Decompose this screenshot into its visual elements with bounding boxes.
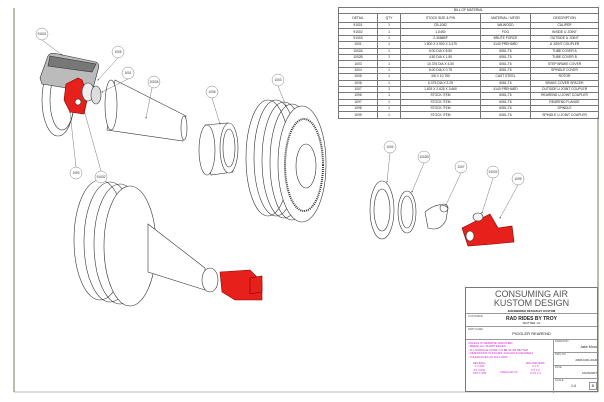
note-line: .XX ±.010: [472, 367, 486, 372]
step-brake-cover-wheel-part: [245, 99, 327, 223]
bom-cell: ROTOR: [529, 73, 600, 81]
note-line: .XXX ±.005: [472, 371, 487, 376]
bom-column-header: DETAIL: [338, 13, 378, 23]
bom-cell: REAREND U JOINT COUPLER: [529, 92, 600, 100]
date-label: DATE: [555, 366, 562, 369]
outside-u-joint-and-spindle-coupler-part: [461, 212, 515, 247]
callout-1005: 1005: [114, 50, 121, 54]
customer-label: CUSTOMER: [468, 315, 483, 318]
bom-cell: REAREND FLANGE: [529, 98, 600, 107]
callout-1099: 1099: [514, 177, 521, 181]
customer-row: CUSTOMER RAD RIDES BY TROY WHITTIER, CA: [466, 314, 597, 327]
drawn-label: DRAWN BY: [555, 340, 569, 343]
bom-cell: STEP BRAKE COVER: [529, 60, 600, 68]
bom-cell: OUTSIDE U JOINT COUPLER: [529, 85, 600, 94]
callout-1090: 1090: [72, 171, 79, 175]
scale: 1:4: [571, 384, 576, 388]
bom-column-header: STOCK SIZE & P/N: [400, 13, 481, 23]
note-line: - ALL SURFACE FINISH TO BE 63 OR BETTER: [468, 347, 529, 352]
callout-91003: 91003: [489, 170, 498, 174]
note-line: DECIMAL: [472, 361, 486, 365]
callout-1001: 1001: [124, 71, 131, 75]
scale-label: SCALE: [555, 379, 564, 382]
red-bracket-1090: [63, 77, 89, 115]
note-line: X.X ±.2: [530, 367, 540, 372]
outside-u-joint-coupler-part: [424, 203, 449, 230]
assembled-wheel-lower: [73, 179, 263, 307]
tube-cover-b-part: [397, 190, 417, 234]
bom-cell: 1099: [338, 111, 378, 119]
tolerance-decimal: DECIMAL.X ±.030.XX ±.010.XXX ±.005: [472, 361, 487, 376]
spindle-cover-part: [369, 180, 395, 240]
bom-column-header: QTY: [377, 13, 401, 23]
title-block: CONSUMING AIR KUSTOM DESIGN ENGINEERED D…: [465, 287, 599, 393]
sheet-size: B: [588, 382, 597, 390]
bom-cell: SPINDLE: [529, 105, 600, 113]
customer-location: WHITTIER, CA: [522, 322, 541, 325]
drawn-by: Jake Muro: [580, 345, 597, 349]
bom-cell: CALIPER: [529, 21, 600, 30]
note-line: - TOLERANCES AS FOLLOWS:: [468, 354, 509, 359]
part-label: PART NAME: [468, 328, 483, 331]
caliper-part: [39, 53, 99, 93]
bom-cell: BRAKE COVER SPACER: [529, 79, 600, 87]
note-line: UNLESS OTHERWISE SPECIFIED:: [468, 341, 514, 345]
callout-1006: 1006: [208, 90, 215, 94]
callout-1002a: 1002A: [149, 80, 159, 84]
tube-cover-a-part: [104, 79, 188, 142]
note-line: MILLIMETERS: [526, 361, 545, 365]
drawing-date: 10/26/2007: [581, 371, 597, 375]
callout-1003: 1003: [274, 78, 281, 82]
callout-91002: 91002: [97, 175, 106, 179]
part-row: PART NAME PIGGLER REAREND: [466, 327, 597, 340]
company-name-line1: CONSUMING AIR: [494, 289, 568, 299]
bom-cell: SPINDLE U JOINT COUPLER: [529, 111, 600, 119]
tolerance-angular: ANGULAR ±1°: [500, 370, 519, 374]
customer-name: RAD RIDES BY TROY: [505, 316, 558, 322]
dwg-label: DWG NO: [555, 353, 566, 356]
drawing-number: 2008-1001-RAR: [575, 358, 597, 362]
callout-1007: 1007: [457, 165, 464, 169]
bom-cell: SPINDLE COVER: [529, 66, 600, 75]
callout-1004: 1004: [386, 145, 393, 149]
bom-column-header: MATERIAL / MFGR: [480, 13, 531, 23]
note-line: .X ±.030: [473, 364, 485, 369]
note-line: - BREAK ALL SHARP EDGES: [468, 344, 506, 349]
bom-column-header: DESCRIPTION: [529, 13, 600, 23]
callout-1002b: 1002B: [419, 155, 428, 159]
callout-91001: 91001: [38, 32, 47, 36]
company-name-line2: KUSTOM DESIGN: [493, 298, 570, 308]
notes-area: UNLESS OTHERWISE SPECIFIED:- BREAK ALL S…: [466, 340, 554, 393]
bom-cell: STOCK ITEM: [400, 111, 481, 119]
general-notes: UNLESS OTHERWISE SPECIFIED:- BREAK ALL S…: [468, 341, 534, 359]
part-name: PIGGLER REAREND: [512, 331, 551, 336]
bom-cell: 1: [377, 111, 401, 119]
note-line: X ±.5: [532, 364, 539, 369]
note-line: - DIMENSIONS IN INCHES, ANGLES IN DEGREE…: [468, 351, 534, 356]
engineered-by: ENGINEERED DESIGN BY KUSTOM: [466, 309, 597, 314]
note-line: X.XX ±.1: [529, 371, 541, 376]
drawing-info: DRAWN BY Jake Muro DWG NO 2008-1001-RAR DA…: [554, 340, 599, 393]
bom-cell: 6061-T6: [480, 111, 531, 119]
brake-cover-spacer-part: [198, 122, 239, 176]
u-joint-coupler-part: [81, 82, 102, 105]
